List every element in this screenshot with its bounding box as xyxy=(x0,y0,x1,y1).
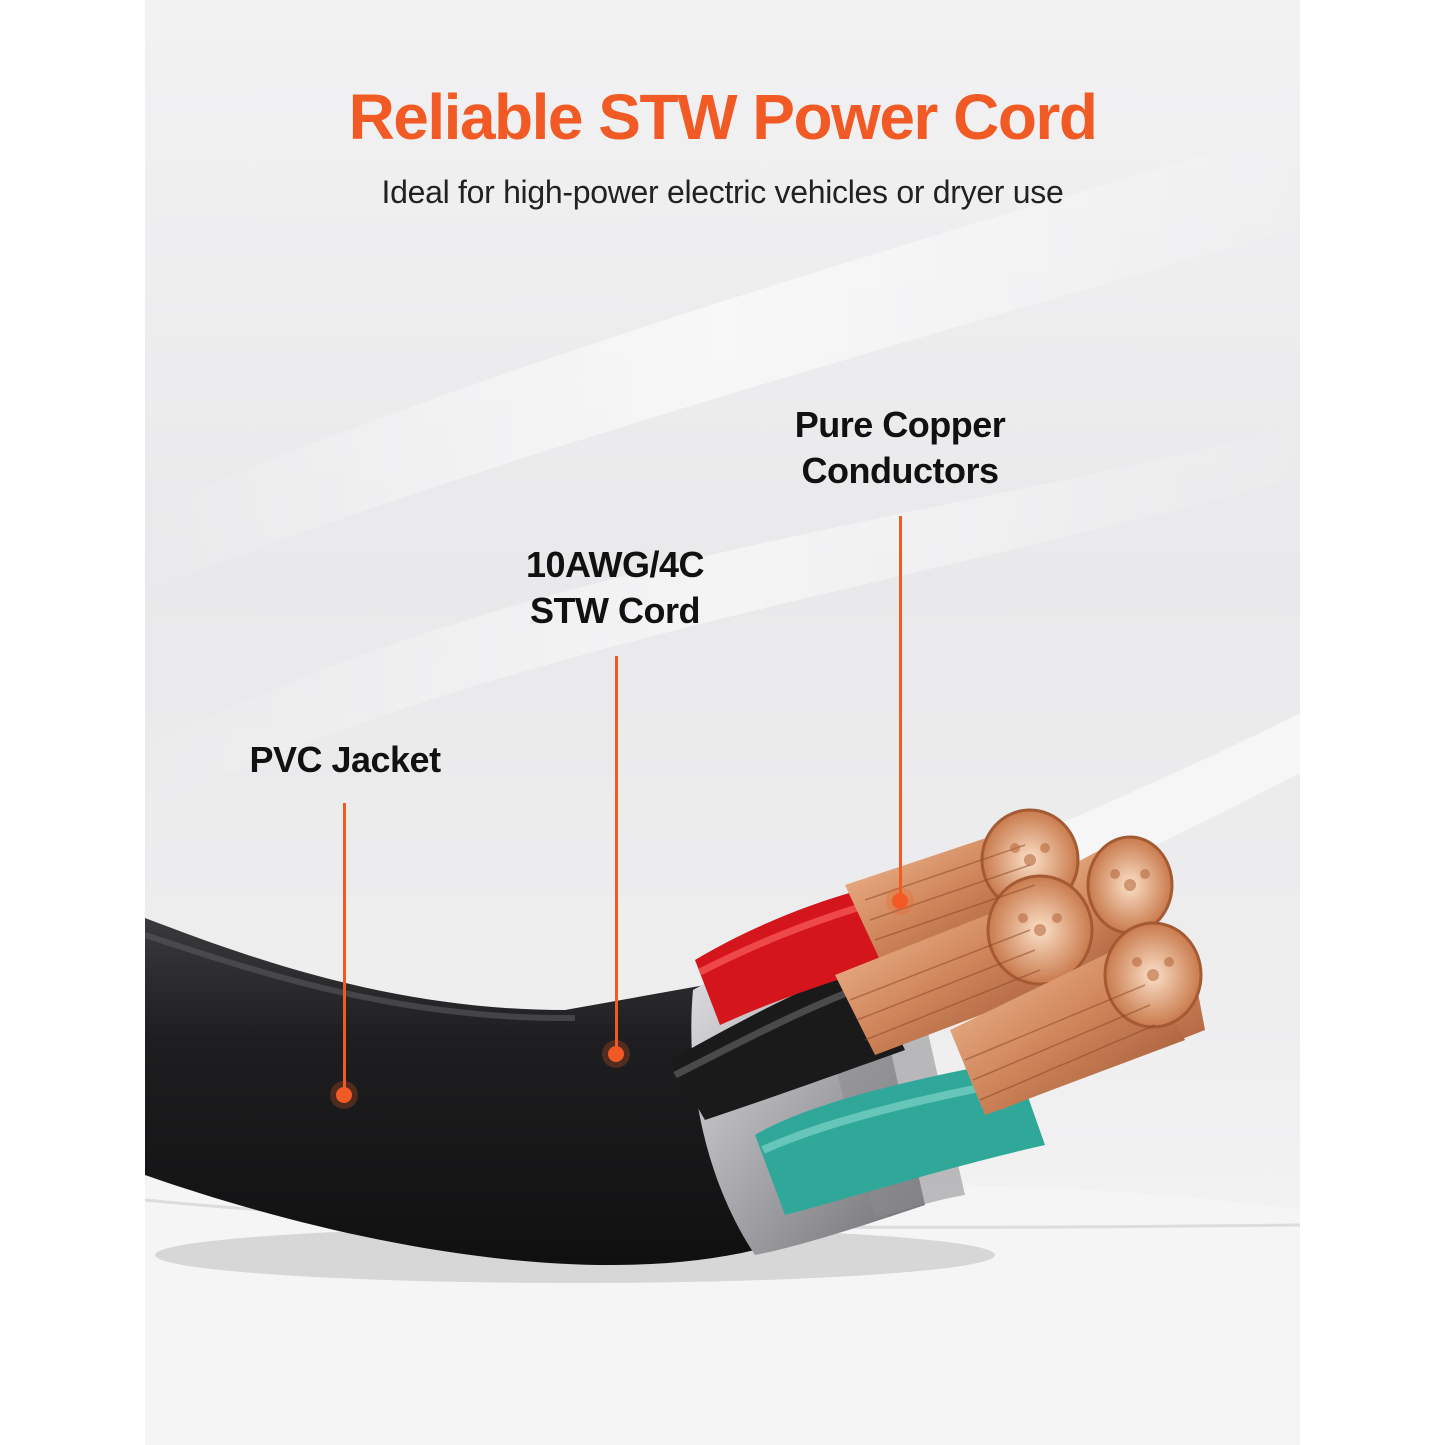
callout-jacket: PVC Jacket xyxy=(205,737,485,783)
cable-illustration xyxy=(145,127,1300,1445)
leader-line-conductors xyxy=(899,516,902,901)
marker-dot-conductors xyxy=(892,893,908,909)
product-banner: Reliable STW Power Cord Ideal for high-p… xyxy=(145,0,1300,1445)
callout-conductors: Pure Copper Conductors xyxy=(765,402,1035,494)
callout-cord-line2: STW Cord xyxy=(530,590,700,631)
callout-conductors-line1: Pure Copper xyxy=(794,404,1006,445)
marker-dot-cord xyxy=(608,1046,624,1062)
callout-cord-line1: 10AWG/4C xyxy=(525,544,705,585)
leader-line-jacket xyxy=(343,803,346,1093)
leader-line-cord xyxy=(615,656,618,1054)
callout-conductors-line2: Conductors xyxy=(801,450,1000,491)
callout-cord: 10AWG/4C STW Cord xyxy=(480,542,750,634)
callout-jacket-line1: PVC Jacket xyxy=(249,739,441,780)
page-title: Reliable STW Power Cord xyxy=(348,81,1098,153)
page-subtitle: Ideal for high-power electric vehicles o… xyxy=(381,174,1064,210)
marker-dot-jacket xyxy=(336,1087,352,1103)
